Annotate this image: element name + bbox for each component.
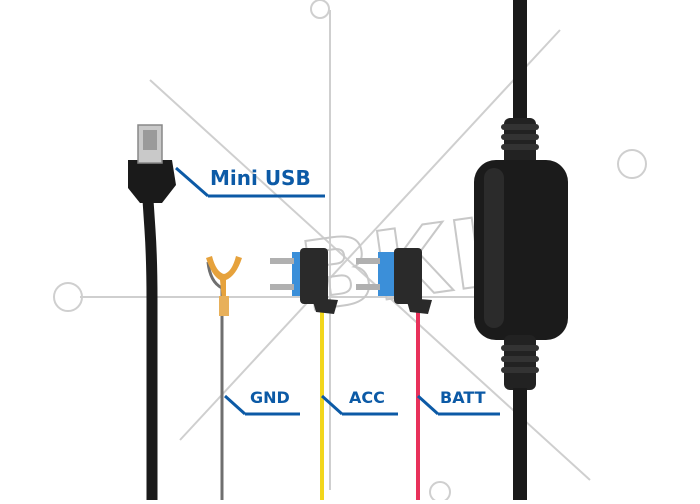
strain-relief-bottom: [501, 345, 539, 373]
batt-label: BATT: [440, 388, 486, 407]
mini-usb-label: Mini USB: [210, 166, 311, 190]
acc-label: ACC: [349, 388, 385, 407]
gnd-label: GND: [250, 388, 290, 407]
acc-fuse-tap: [270, 248, 398, 500]
batt-fuse-tap: [356, 248, 500, 500]
gnd-wire: [206, 256, 300, 500]
mini-usb-cable: [128, 124, 325, 500]
main-cable: [474, 0, 568, 500]
strain-relief-top: [501, 124, 539, 150]
